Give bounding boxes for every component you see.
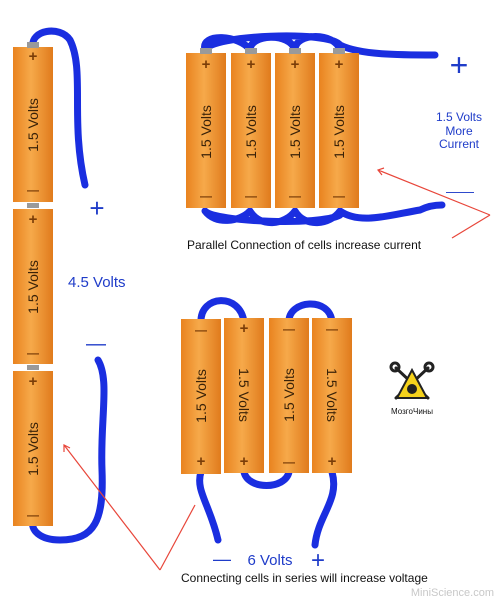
battery-cell: + — 1.5 Volts [13, 209, 53, 364]
minus-sign: —— [446, 183, 474, 199]
cell-label: 1.5 Volts [236, 368, 252, 422]
svg-text:—: — [200, 189, 212, 203]
wire [201, 32, 439, 59]
wire [285, 300, 336, 326]
battery-cell: — — 1.5 Volts [269, 318, 309, 473]
battery-cell: — + 1.5 Volts [181, 319, 221, 474]
battery-cell: — + 1.5 Volts [312, 318, 352, 473]
svg-text:+: + [328, 453, 337, 470]
voltage-label: 6 Volts [247, 552, 292, 569]
wire [196, 468, 222, 544]
watermark: MiniScience.com [411, 587, 494, 599]
battery-cell: + — 1.5 Volts [231, 48, 271, 208]
wire [311, 468, 338, 549]
wire [240, 468, 293, 489]
svg-text:+: + [247, 56, 256, 73]
wire [201, 201, 446, 227]
left-stack: + — 1.5 Volts + — 1.5 Volts + — 1.5 Volt… [13, 27, 126, 544]
cell-label: 1.5 Volts [25, 422, 41, 476]
result-label-line3: Current [439, 137, 480, 151]
svg-text:—: — [333, 189, 345, 203]
pointer-arrow [63, 444, 196, 571]
cell-label: 1.5 Volts [331, 105, 347, 159]
minus-sign: — [213, 549, 231, 569]
brand-logo: МозгоЧины [389, 361, 435, 416]
parallel-group: + — 1.5 Volts + — 1.5 Volts + — 1.5 Volt… [186, 32, 491, 252]
pointer-arrow [376, 167, 491, 239]
svg-text:—: — [245, 189, 257, 203]
battery-cell: + — 1.5 Volts [275, 48, 315, 208]
plus-sign: + [311, 547, 325, 574]
svg-text:+: + [291, 56, 300, 73]
svg-text:+: + [240, 320, 249, 337]
battery-cell: + — 1.5 Volts [319, 48, 359, 208]
svg-text:—: — [27, 508, 39, 522]
cell-label: 1.5 Volts [25, 260, 41, 314]
cell-label: 1.5 Volts [25, 98, 41, 152]
svg-text:—: — [195, 323, 207, 337]
parallel-caption: Parallel Connection of cells increase cu… [187, 238, 422, 252]
minus-sign: — [86, 333, 106, 355]
svg-text:+: + [202, 56, 211, 73]
cell-label: 1.5 Volts [324, 368, 340, 422]
svg-text:+: + [29, 48, 38, 65]
cell-label: 1.5 Volts [287, 105, 303, 159]
svg-text:—: — [27, 183, 39, 197]
plus-sign: + [450, 47, 469, 83]
cell-label: 1.5 Volts [243, 105, 259, 159]
battery-cell: + + 1.5 Volts [224, 318, 264, 473]
brain-icon [407, 384, 417, 394]
svg-text:—: — [326, 322, 338, 336]
result-label-line1: 1.5 Volts [436, 110, 482, 124]
battery-cell: + — 1.5 Volts [186, 48, 226, 208]
plus-sign: + [89, 193, 104, 223]
series-group: — + 1.5 Volts + + 1.5 Volts — — 1.5 Volt… [63, 297, 428, 585]
cell-label: 1.5 Volts [198, 105, 214, 159]
cell-label: 1.5 Volts [281, 368, 297, 422]
series-caption: Connecting cells in series will increase… [181, 571, 428, 585]
battery-cell: + — 1.5 Volts [13, 42, 53, 202]
svg-text:+: + [29, 211, 38, 228]
voltage-label: 4.5 Volts [68, 274, 126, 291]
wire [29, 27, 89, 189]
cell-label: 1.5 Volts [193, 369, 209, 423]
logo-text: МозгоЧины [391, 407, 433, 416]
svg-text:—: — [27, 346, 39, 360]
svg-text:—: — [289, 189, 301, 203]
svg-text:+: + [29, 373, 38, 390]
result-label-line2: More [445, 124, 473, 138]
battery-cell: + — 1.5 Volts [13, 371, 53, 526]
svg-text:+: + [240, 453, 249, 470]
svg-text:+: + [197, 453, 206, 470]
svg-text:—: — [283, 322, 295, 336]
wire [29, 356, 108, 544]
svg-text:+: + [335, 56, 344, 73]
svg-text:—: — [283, 455, 295, 469]
wire [197, 297, 248, 326]
